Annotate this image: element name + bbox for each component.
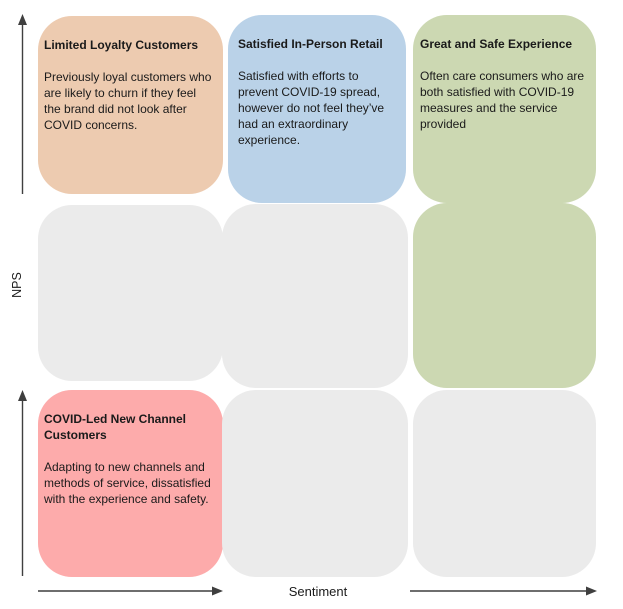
y-axis-label: NPS (10, 272, 24, 298)
y-axis-lower-arrow (18, 390, 27, 576)
quadrant-title: Great and Safe Experience (420, 37, 573, 51)
x-axis-left-arrow (38, 586, 223, 596)
quadrant-title: COVID-Led New Channel Customers (44, 412, 187, 442)
quadrant-great-safe-experience: Great and Safe Experience Often care con… (413, 15, 596, 203)
empty-cell-mid-center (222, 204, 408, 388)
quadrant-covid-led-new-channel: COVID-Led New Channel Customers Adapting… (38, 390, 223, 577)
y-axis-upper-arrow (18, 14, 27, 194)
quadrant-title: Satisfied In-Person Retail (238, 37, 383, 51)
quadrant-body: Adapting to new channels and methods of … (44, 460, 211, 506)
quadrant-body: Often care consumers who are both satisf… (420, 69, 585, 131)
x-axis-right-arrow (410, 586, 597, 596)
quadrant-title: Limited Loyalty Customers (44, 38, 199, 52)
quadrant-satisfied-in-person: Satisfied In-Person Retail Satisfied wit… (228, 15, 406, 203)
quadrant-limited-loyalty: Limited Loyalty Customers Previously loy… (38, 16, 223, 194)
quadrant-body: Previously loyal customers who are likel… (44, 70, 212, 132)
x-axis-label: Sentiment (288, 584, 348, 599)
empty-cell-bottom-center (222, 390, 408, 577)
quadrant-body: Satisfied with efforts to prevent COVID-… (238, 69, 385, 147)
quadrant-great-safe-experience-extension (413, 203, 596, 388)
empty-cell-bottom-right (413, 390, 596, 577)
empty-cell-mid-left (38, 205, 223, 381)
